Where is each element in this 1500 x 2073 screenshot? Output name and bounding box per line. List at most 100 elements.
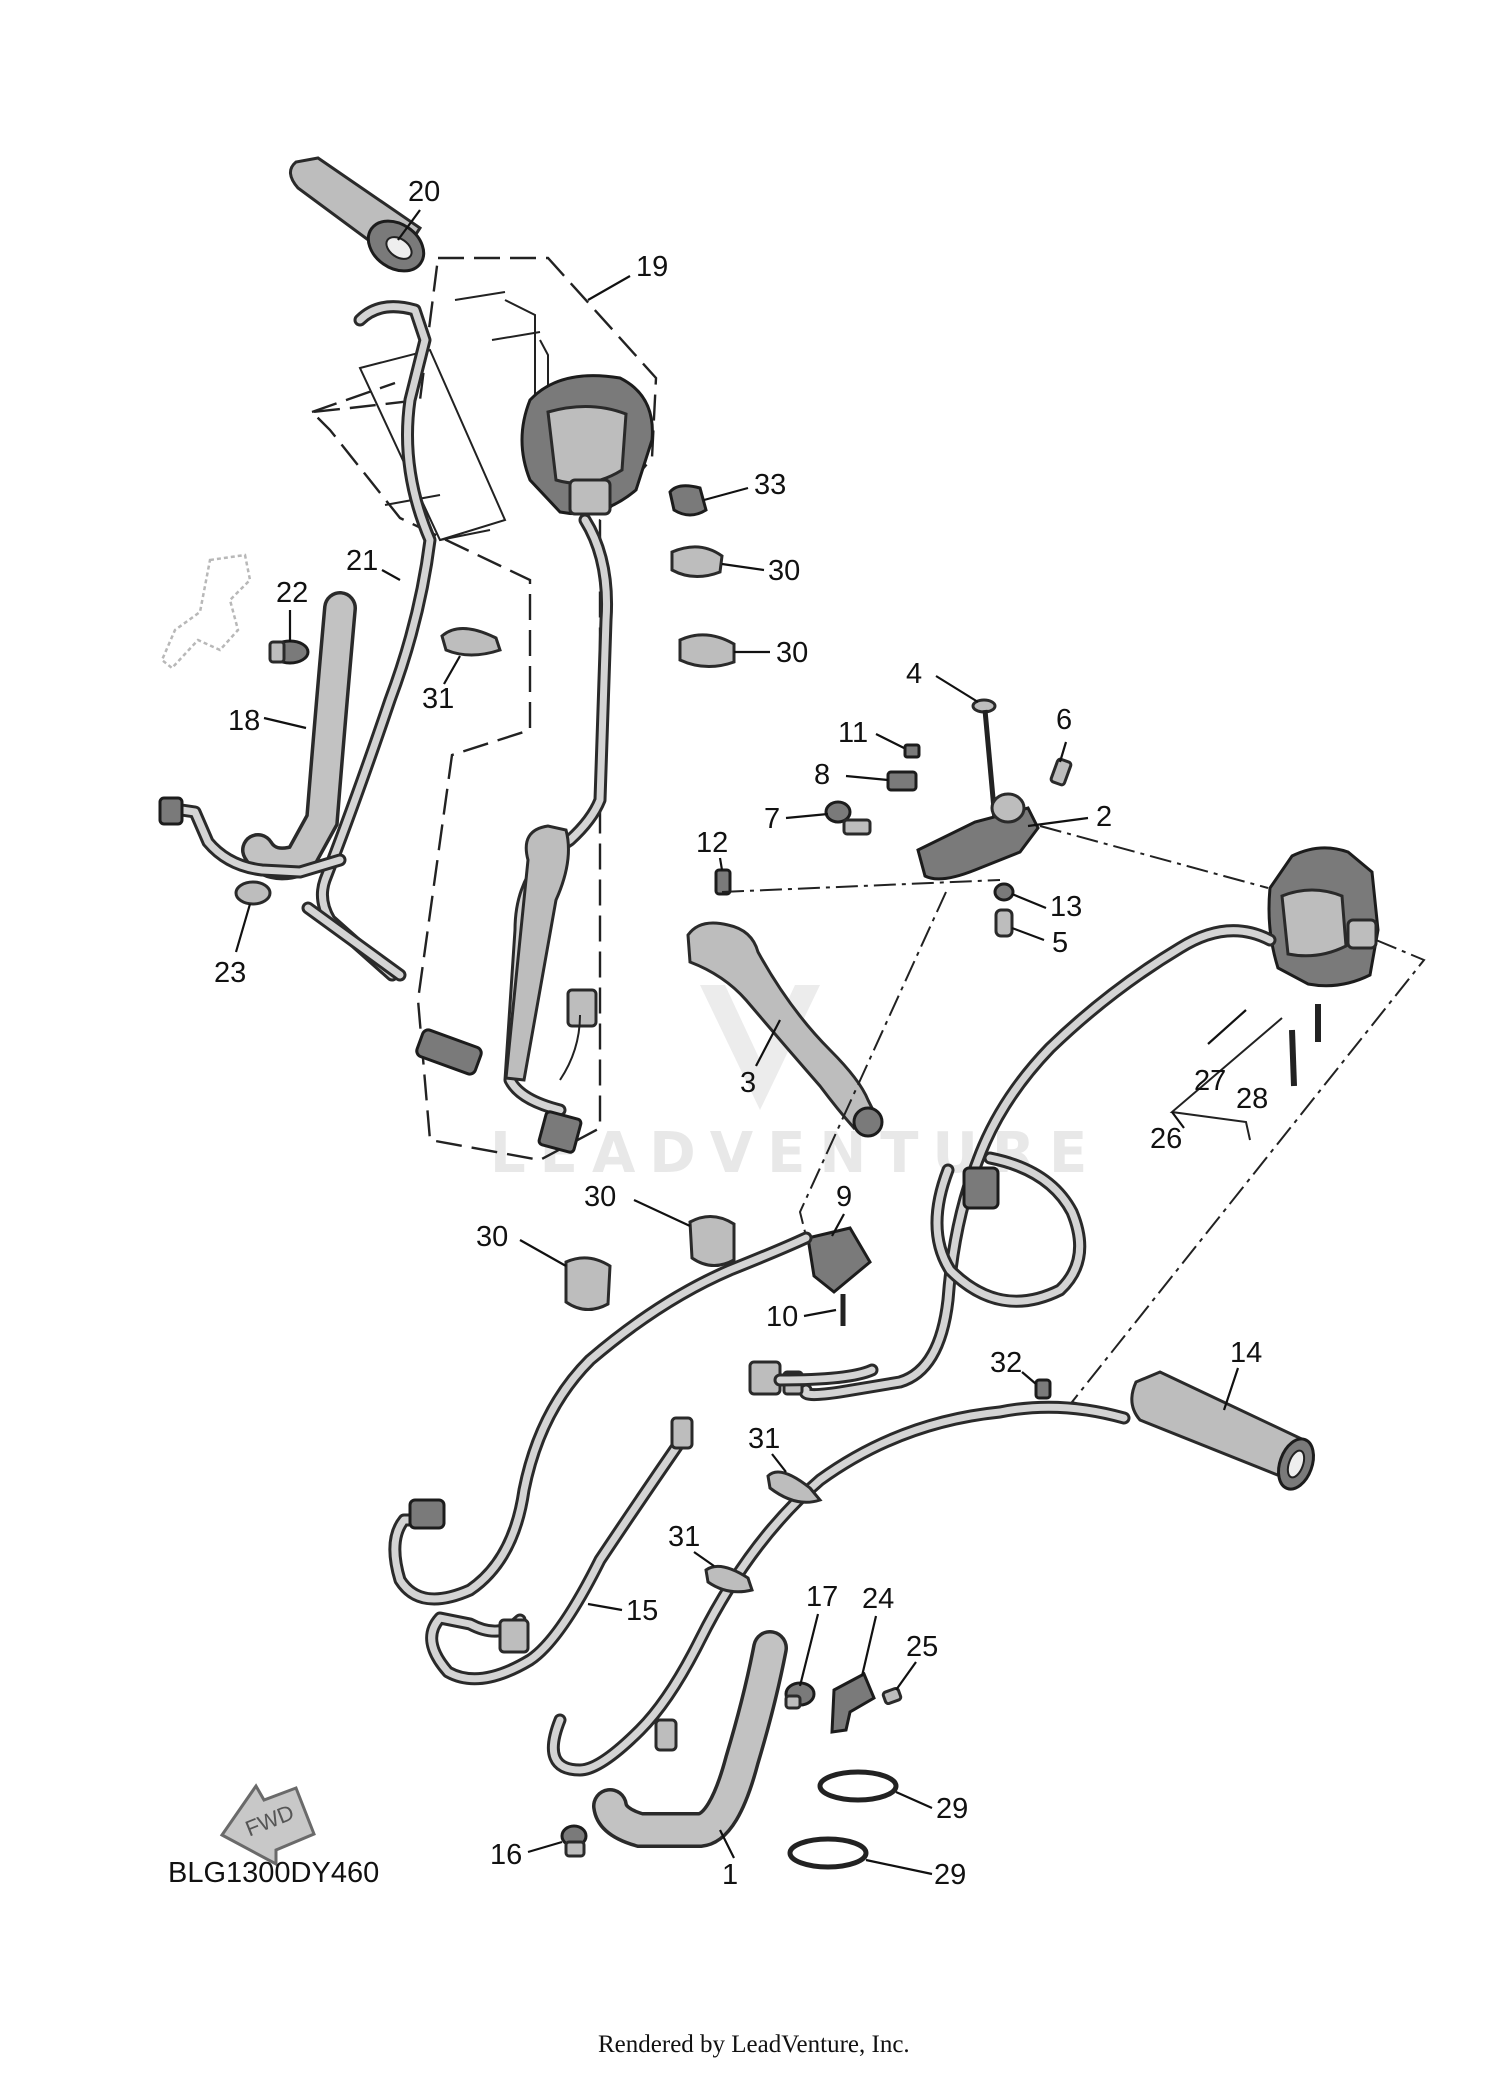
alignment-line-2 [798,891,947,1237]
nut-13 [993,882,1015,902]
leader-19 [587,275,631,301]
forward-arrow: FWD [219,1783,316,1867]
leader-5 [1011,926,1045,942]
band-30-d [564,1256,612,1311]
callout-21: 21 [346,545,378,577]
leader-25 [895,1661,917,1691]
holder-boss [990,792,1026,824]
callout-9: 9 [836,1181,852,1213]
clip-23 [234,880,272,906]
lever-holder-2 [916,806,1040,881]
callout-10: 10 [766,1301,798,1333]
leader-17 [798,1613,820,1687]
callout-4: 4 [906,658,922,690]
leader-7 [785,812,829,820]
callout-14: 14 [1230,1337,1262,1369]
leader-32 [1021,1371,1037,1385]
callout-30c: 30 [584,1181,616,1213]
callout-33: 33 [754,469,786,501]
spring-12 [714,868,732,896]
callout-1: 1 [722,1859,738,1891]
band-30-c [688,1215,736,1267]
callout-29b: 29 [934,1859,966,1891]
connector-14-end [654,1718,678,1752]
callout-5: 5 [1052,927,1068,959]
assembly-19-boundary [309,256,658,1162]
leader-15 [587,1602,623,1612]
switch-8 [886,770,918,792]
leader-23 [234,903,252,953]
bracket-26 [1169,1017,1283,1141]
hose-1 [592,1630,788,1848]
alignment-line-1 [1039,825,1269,889]
band-30-b [678,633,736,668]
bracket-outline [358,348,507,542]
clamp-16 [560,1824,588,1858]
clip-32 [1034,1378,1052,1400]
callout-15: 15 [626,1595,658,1627]
leader-3 [755,1019,781,1067]
leader-27 [1207,1009,1247,1045]
leader-20 [397,209,421,241]
right-switch-housing [1267,846,1380,988]
callout-16: 16 [490,1839,522,1871]
frame-bracket-ghost [160,553,252,670]
leader-2 [1027,816,1089,828]
leader-16 [527,1840,563,1854]
leader-12 [718,857,724,871]
callout-31b: 31 [748,1423,780,1455]
callout-30a: 30 [768,555,800,587]
callout-24: 24 [862,1583,894,1615]
leader-14 [1222,1367,1240,1411]
lever-3 [686,921,876,1131]
callout-7: 7 [764,803,780,835]
pivot-bolt-7 [824,800,872,836]
callout-30d: 30 [476,1221,508,1253]
leader-4 [935,675,979,703]
right-harness [748,924,1277,1402]
leader-lines [234,209,1247,1876]
diagram-code: BLG1300DY460 [168,1857,379,1889]
callout-labels: 20 19 33 30 30 21 22 31 18 23 4 6 11 8 7… [214,176,1268,1891]
callout-17: 17 [806,1581,838,1613]
callout-6: 6 [1056,704,1072,736]
leader-29b [865,1858,933,1876]
grip-14 [1130,1370,1315,1491]
callout-3: 3 [740,1067,756,1099]
callout-28: 28 [1236,1083,1268,1115]
callout-29a: 29 [936,1793,968,1825]
leader-18 [263,716,307,730]
footer-credit: Rendered by LeadVenture, Inc. [598,2031,910,2058]
lever-3-ball [852,1106,884,1138]
callout-31a: 31 [422,683,454,715]
callout-20: 20 [408,176,440,208]
leader-10 [803,1308,837,1318]
callout-32: 32 [990,1347,1022,1379]
callout-18: 18 [228,705,260,737]
clamp-22 [268,639,310,665]
leader-24 [860,1615,878,1677]
grip-20 [289,156,426,273]
leader-31b [771,1453,787,1473]
band-31-b [766,1470,823,1504]
left-handlebar-assembly [158,156,658,1162]
bolt-25 [881,1686,903,1706]
bolt-4 [971,698,998,821]
bolt-6 [1049,757,1073,787]
callout-8: 8 [814,759,830,791]
screw-11 [903,743,921,759]
connector-coil [962,1166,1000,1210]
callout-31c: 31 [668,1521,700,1553]
connector-9 [806,1226,872,1294]
callout-26: 26 [1150,1123,1182,1155]
callout-13: 13 [1050,891,1082,923]
leader-31a [443,655,461,685]
leader-11 [875,733,905,749]
leader-26 [1171,1111,1185,1129]
left-connectors [415,988,598,1154]
left-harness-sleeve [504,824,570,1082]
leader-29a [895,1790,933,1810]
collar-5 [994,908,1014,938]
band-31-c [704,1564,754,1594]
